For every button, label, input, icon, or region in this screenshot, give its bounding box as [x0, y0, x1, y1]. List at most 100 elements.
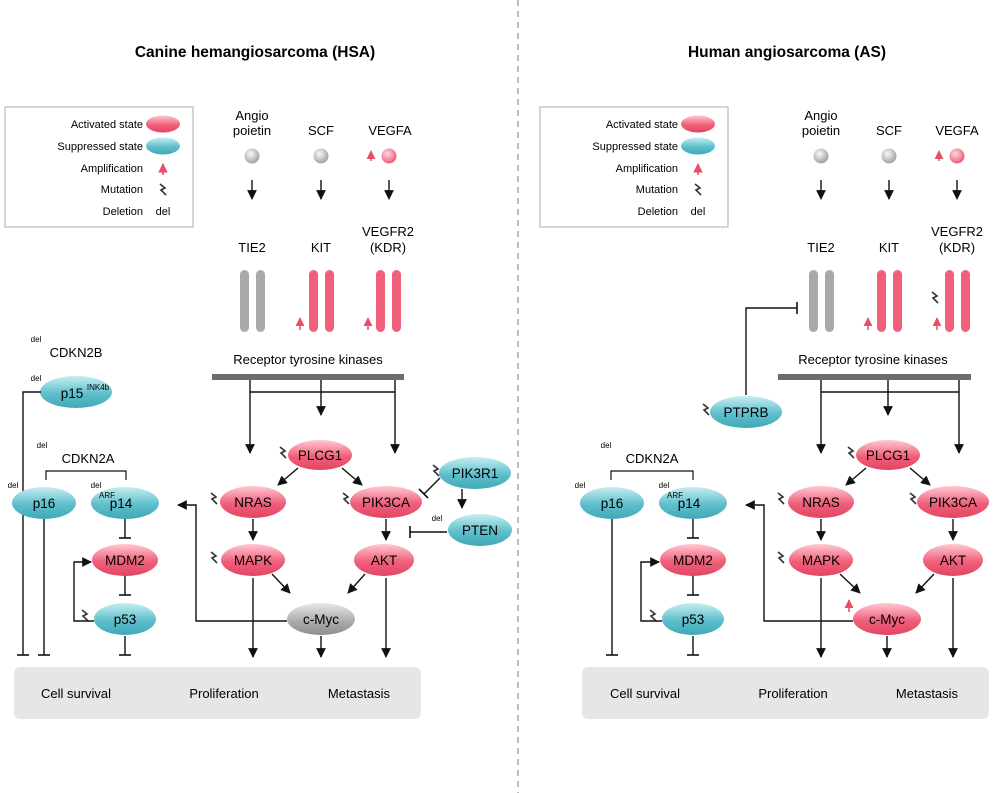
node-pik3r1-label: PIK3R1	[452, 466, 499, 481]
pten-del-label: del	[432, 514, 443, 523]
p14-del-label: del	[659, 481, 670, 490]
receptor-kit: KIT	[879, 240, 899, 255]
node-akt-label: AKT	[371, 553, 397, 568]
node-p15-label: p15	[61, 386, 84, 401]
outcome-box	[14, 667, 421, 719]
tie2-receptor	[240, 270, 265, 332]
node-nras-label: NRAS	[802, 495, 840, 510]
node-cmyc-label: c-Myc	[869, 612, 905, 627]
vegfa-ball	[381, 148, 397, 164]
node-pik3ca-label: PIK3CA	[929, 495, 977, 510]
node-nras-label: NRAS	[234, 495, 272, 510]
vegfr2-receptor	[945, 270, 970, 332]
node-p16-label: p16	[33, 496, 56, 511]
vegfa-ball	[949, 148, 965, 164]
p15-ink4b-sup: INK4b	[87, 383, 110, 392]
mutation-icon	[777, 492, 785, 505]
node-p16-label: p16	[601, 496, 624, 511]
angiopoietin-ball	[813, 148, 829, 164]
vegfr2-receptor	[376, 270, 401, 332]
cdkn2b-del-label: del	[31, 335, 42, 344]
gene-cdkn2a: CDKN2A	[626, 451, 679, 466]
p14-del-label: del	[91, 481, 102, 490]
ligand-scf: SCF	[308, 123, 334, 138]
mutation-icon	[694, 183, 702, 196]
legend-suppressed-label: Suppressed state	[592, 141, 678, 153]
legend-activated-swatch	[146, 115, 180, 133]
node-pten	[448, 514, 512, 546]
node-p15	[40, 376, 112, 408]
deletion-icon: del	[691, 206, 706, 218]
node-akt	[354, 544, 414, 576]
cdkn2a-del-label: del	[601, 441, 612, 450]
node-p14-label: p14	[678, 496, 701, 511]
rtk-label: Receptor tyrosine kinases	[233, 352, 383, 367]
legend-mutation-label: Mutation	[101, 184, 143, 196]
p14-arf-sup: ARF	[99, 491, 115, 500]
ligand-angiopoietin-line1: Angio	[235, 108, 268, 123]
node-nras	[220, 486, 286, 518]
p15-del-label: del	[31, 374, 42, 383]
mutation-icon	[847, 446, 855, 459]
mutation-icon	[210, 492, 218, 505]
mutation-icon	[777, 551, 785, 564]
legend-deletion-label: Deletion	[638, 206, 678, 218]
node-nras	[788, 486, 854, 518]
mutation-icon	[931, 291, 939, 304]
ligand-scf: SCF	[876, 123, 902, 138]
scf-ball	[313, 148, 329, 164]
node-mapk-label: MAPK	[234, 553, 272, 568]
panel-title: Canine hemangiosarcoma (HSA)	[135, 44, 375, 61]
gene-cdkn2a: CDKN2A	[62, 451, 115, 466]
node-p14arf	[91, 487, 159, 519]
node-p16	[580, 487, 644, 519]
cdkn2a-del-label: del	[37, 441, 48, 450]
mutation-icon	[702, 403, 710, 416]
receptor-kit: KIT	[311, 240, 331, 255]
node-pten-label: PTEN	[462, 523, 498, 538]
node-pik3ca	[917, 486, 989, 518]
ligand-angiopoietin-line1: Angio	[804, 108, 837, 123]
node-p16	[12, 487, 76, 519]
outcome-cell-survival: Cell survival	[41, 686, 111, 701]
receptor-vegfr2-line2: (KDR)	[939, 240, 975, 255]
legend-activated-label: Activated state	[71, 119, 143, 131]
p16-del-label: del	[8, 481, 19, 490]
node-pik3ca	[350, 486, 422, 518]
scf-ball	[881, 148, 897, 164]
node-mdm2-label: MDM2	[673, 553, 713, 568]
rtk-bar	[778, 374, 971, 380]
node-p53	[662, 603, 724, 635]
ligand-angiopoietin-line2: poietin	[802, 123, 840, 138]
legend-activated-label: Activated state	[606, 119, 678, 131]
node-plcg1-label: PLCG1	[866, 448, 910, 463]
mutation-icon	[909, 492, 917, 505]
node-ptprb	[710, 396, 782, 428]
mutation-icon	[649, 609, 657, 622]
outcome-metastasis: Metastasis	[896, 686, 959, 701]
outcome-proliferation: Proliferation	[189, 686, 258, 701]
node-p14arf	[659, 487, 727, 519]
receptor-vegfr2-line1: VEGFR2	[931, 224, 983, 239]
outcome-cell-survival: Cell survival	[610, 686, 680, 701]
receptor-tie2: TIE2	[238, 240, 265, 255]
mutation-icon	[342, 492, 350, 505]
legend-amplification-label: Amplification	[81, 163, 143, 175]
kit-receptor	[309, 270, 334, 332]
outcome-metastasis: Metastasis	[328, 686, 391, 701]
p14-arf-sup: ARF	[667, 491, 683, 500]
panel-title: Human angiosarcoma (AS)	[688, 44, 886, 61]
node-cmyc	[853, 603, 921, 635]
rtk-label: Receptor tyrosine kinases	[798, 352, 948, 367]
rtk-bar	[212, 374, 404, 380]
mutation-icon	[81, 609, 89, 622]
node-plcg1	[288, 440, 352, 470]
ligand-vegfa: VEGFA	[368, 123, 412, 138]
legend-deletion-label: Deletion	[103, 206, 143, 218]
node-cmyc-label: c-Myc	[303, 612, 339, 627]
node-mapk-label: MAPK	[802, 553, 840, 568]
panel-hsa: Canine hemangiosarcoma (HSA) Activated s…	[4, 44, 512, 719]
legend-suppressed-swatch	[146, 137, 180, 155]
